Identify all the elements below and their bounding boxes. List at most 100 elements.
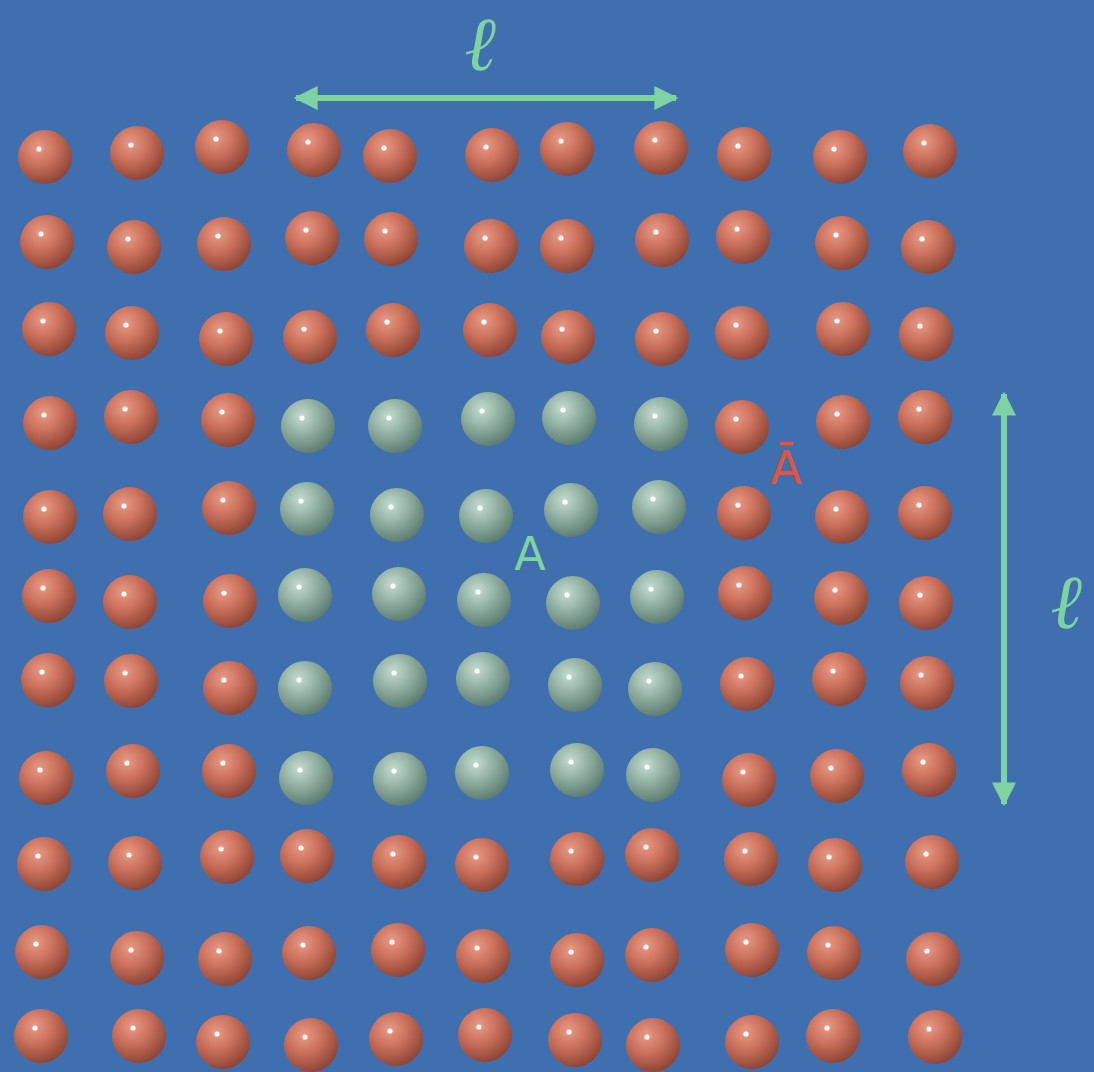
red-atom — [816, 395, 870, 449]
highlight — [122, 406, 127, 411]
red-atom — [103, 487, 157, 541]
highlight — [834, 411, 839, 416]
highlight — [123, 322, 128, 327]
highlight — [566, 1029, 571, 1034]
sphere — [898, 390, 952, 444]
highlight — [735, 502, 740, 507]
green-atom — [630, 570, 684, 624]
red-atom — [725, 923, 779, 977]
highlight — [921, 140, 926, 145]
highlight — [558, 235, 563, 240]
sphere — [202, 744, 256, 798]
sphere — [108, 836, 162, 890]
sphere — [107, 220, 161, 274]
red-atom — [17, 837, 71, 891]
sphere — [715, 306, 769, 360]
sphere — [15, 925, 69, 979]
highlight — [35, 853, 40, 858]
highlight — [917, 323, 922, 328]
red-atom — [283, 310, 337, 364]
dimension-arrow — [296, 95, 676, 101]
red-atom — [901, 220, 955, 274]
red-atom — [19, 751, 73, 805]
red-atom — [369, 1012, 423, 1066]
sphere — [200, 830, 254, 884]
sphere — [110, 931, 164, 985]
sphere — [456, 929, 510, 983]
highlight — [833, 506, 838, 511]
highlight — [648, 586, 653, 591]
highlight — [832, 587, 837, 592]
sphere — [103, 487, 157, 541]
red-atom — [199, 312, 253, 366]
red-atom — [110, 931, 164, 985]
red-atom — [195, 120, 249, 174]
sphere — [816, 395, 870, 449]
red-atom — [816, 302, 870, 356]
highlight — [652, 137, 657, 142]
sphere — [195, 120, 249, 174]
highlight — [296, 677, 301, 682]
red-atom — [540, 219, 594, 273]
red-atom — [808, 838, 862, 892]
highlight — [213, 136, 218, 141]
sphere — [285, 211, 339, 265]
red-atom — [465, 128, 519, 182]
red-atom — [455, 838, 509, 892]
red-atom — [15, 925, 69, 979]
sphere — [14, 1009, 68, 1063]
sphere — [23, 490, 77, 544]
sphere — [281, 399, 335, 453]
sphere — [201, 393, 255, 447]
highlight — [216, 948, 221, 953]
sphere — [203, 574, 257, 628]
sphere — [18, 130, 72, 184]
highlight — [473, 762, 478, 767]
red-atom — [813, 130, 867, 184]
sphere — [722, 753, 776, 807]
red-atom — [635, 213, 689, 267]
red-atom — [282, 926, 336, 980]
red-atom — [908, 1010, 962, 1064]
red-atom — [112, 1009, 166, 1063]
highlight — [390, 583, 395, 588]
highlight — [736, 582, 741, 587]
sphere — [278, 661, 332, 715]
sphere — [106, 744, 160, 798]
green-atom — [373, 752, 427, 806]
highlight — [221, 590, 226, 595]
highlight — [564, 592, 569, 597]
sphere — [112, 1009, 166, 1063]
green-atom — [281, 399, 335, 453]
red-atom — [806, 1009, 860, 1063]
sphere — [23, 396, 77, 450]
highlight — [218, 846, 223, 851]
highlight — [740, 769, 745, 774]
sphere — [905, 835, 959, 889]
sphere — [814, 571, 868, 625]
red-atom — [372, 835, 426, 889]
highlight — [128, 947, 133, 952]
red-atom — [21, 653, 75, 707]
highlight — [738, 673, 743, 678]
highlight — [217, 328, 222, 333]
green-atom — [278, 568, 332, 622]
highlight — [299, 415, 304, 420]
sphere — [900, 656, 954, 710]
red-atom — [814, 571, 868, 625]
sphere — [373, 654, 427, 708]
sphere — [22, 302, 76, 356]
highlight — [479, 408, 484, 413]
highlight — [32, 1025, 37, 1030]
red-atom — [203, 661, 257, 715]
red-atom — [203, 574, 257, 628]
highlight — [121, 591, 126, 596]
highlight — [644, 764, 649, 769]
red-atom — [898, 486, 952, 540]
sphere — [902, 743, 956, 797]
highlight — [568, 848, 573, 853]
red-atom — [200, 830, 254, 884]
red-atom — [103, 575, 157, 629]
green-atom — [370, 488, 424, 542]
